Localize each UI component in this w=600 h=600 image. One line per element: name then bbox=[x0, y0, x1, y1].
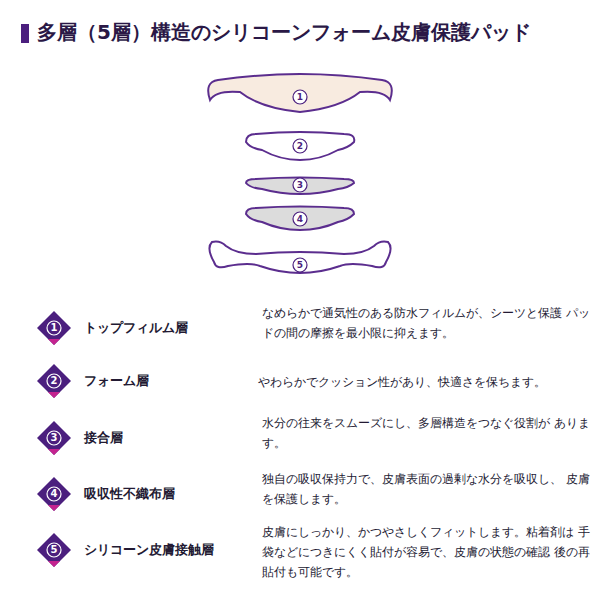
callout-number: 1 bbox=[297, 93, 303, 102]
layer-diamond: 3 bbox=[36, 420, 72, 456]
callout-circle: 4 bbox=[292, 211, 308, 227]
node-text-box: 3 bbox=[36, 420, 72, 456]
layer-name: トップフィルム層 bbox=[84, 319, 188, 337]
diamond-accent bbox=[48, 339, 60, 345]
layer-name: 接合層 bbox=[84, 429, 123, 447]
callout-circle: 2 bbox=[292, 138, 308, 154]
number-ring bbox=[47, 431, 61, 445]
title: 多層（5層）構造のシリコーンフォーム皮膚保護パッド bbox=[37, 19, 531, 46]
layer-description: 皮膚にしっかり、かつやさしくフィットします。粘着剤は 手袋などにつきにくく貼付が… bbox=[262, 522, 594, 582]
diamond-shape bbox=[37, 477, 71, 511]
number-ring bbox=[47, 543, 61, 557]
node-text-box: 2 bbox=[36, 363, 72, 399]
callout-ring bbox=[293, 139, 307, 153]
number-ring bbox=[47, 487, 61, 501]
top-film-layer bbox=[208, 74, 392, 112]
callout-ring bbox=[293, 178, 307, 192]
layer-name: 吸収性不織布層 bbox=[84, 485, 175, 503]
callout-circle: 1 bbox=[292, 89, 308, 105]
callout-number: 3 bbox=[51, 433, 58, 443]
callout-circle: 3 bbox=[292, 177, 308, 193]
callout-ring bbox=[293, 90, 307, 104]
layer-name: フォーム層 bbox=[84, 372, 149, 390]
layer-diamond: 2 bbox=[36, 363, 72, 399]
foam-layer bbox=[246, 132, 354, 160]
node-text-box: 3 bbox=[292, 177, 308, 193]
callout-circle: 5 bbox=[292, 257, 308, 273]
node-text-box: 4 bbox=[36, 476, 72, 512]
layer-diamond: 4 bbox=[36, 476, 72, 512]
node-text-box: 1 bbox=[36, 310, 72, 346]
node-text-box: 5 bbox=[292, 257, 308, 273]
layer-diamond: 5 bbox=[36, 532, 72, 568]
callout-number: 2 bbox=[51, 376, 58, 386]
layer-description: 水分の往来をスムーズにし、多層構造をつなぐ役割が あります。 bbox=[262, 413, 594, 453]
diamond-shape bbox=[37, 311, 71, 345]
layer-description: 独自の吸収保持力で、皮膚表面の過剰な水分を吸収し、 皮膚を保護します。 bbox=[262, 469, 594, 509]
number-ring bbox=[47, 321, 61, 335]
callout-ring bbox=[293, 258, 307, 272]
callout-number: 3 bbox=[297, 181, 303, 190]
node-text-box: 2 bbox=[292, 138, 308, 154]
callout-number: 4 bbox=[297, 215, 303, 224]
node-text-box: 5 bbox=[36, 532, 72, 568]
absorbent-layer bbox=[246, 207, 354, 231]
layer-name: シリコーン皮膚接触層 bbox=[84, 541, 214, 559]
callout-number: 2 bbox=[297, 142, 303, 151]
node-text-box: 1 bbox=[292, 89, 308, 105]
callout-number: 1 bbox=[51, 323, 58, 333]
node-text-box: 4 bbox=[292, 211, 308, 227]
silicone-contact-layer bbox=[209, 242, 390, 274]
layer-description: なめらかで通気性のある防水フィルムが、シーツと保護 パッドの間の摩擦を最小限に抑… bbox=[262, 303, 594, 343]
layer-diamond: 1 bbox=[36, 310, 72, 346]
callout-number: 5 bbox=[51, 545, 58, 555]
layer-description: やわらかでクッション性があり、快適さを保ちます。 bbox=[258, 372, 594, 392]
callout-number: 5 bbox=[297, 261, 303, 270]
diamond-shape bbox=[37, 421, 71, 455]
diamond-shape bbox=[37, 364, 71, 398]
diamond-accent bbox=[48, 561, 60, 567]
number-ring bbox=[47, 374, 61, 388]
diamond-accent bbox=[48, 392, 60, 398]
diamond-accent bbox=[48, 449, 60, 455]
diamond-accent bbox=[48, 505, 60, 511]
diamond-shape bbox=[37, 533, 71, 567]
callout-ring bbox=[293, 212, 307, 226]
title-bar bbox=[21, 24, 29, 43]
callout-number: 4 bbox=[51, 489, 58, 499]
bonding-layer bbox=[246, 178, 354, 195]
